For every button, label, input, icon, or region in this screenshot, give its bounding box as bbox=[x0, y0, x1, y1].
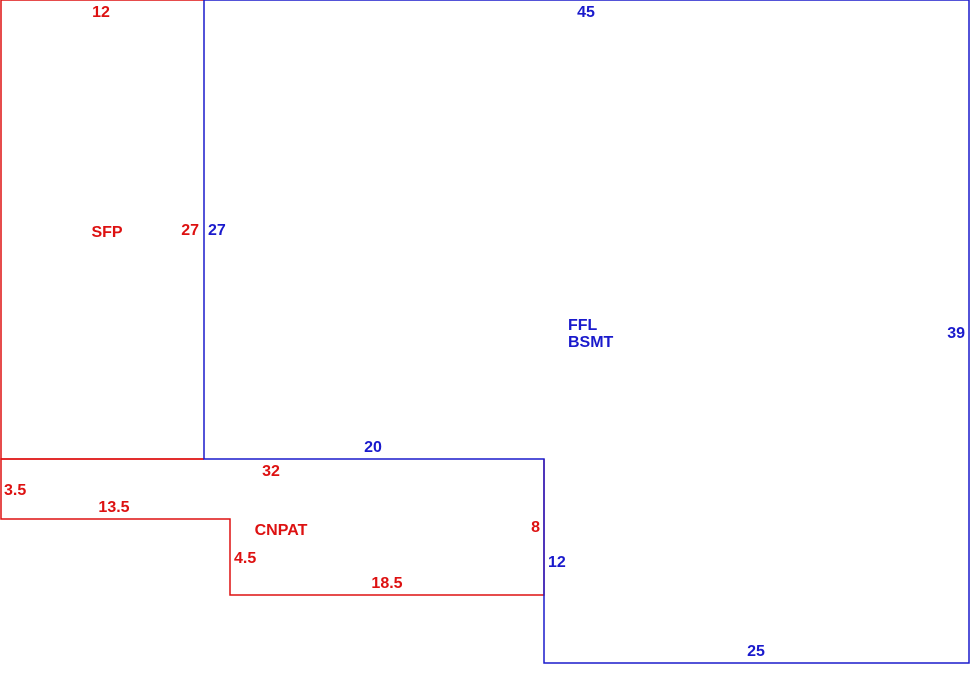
cnpat-dim-bottom: 18.5 bbox=[371, 575, 402, 592]
sfp-label: SFP bbox=[91, 224, 122, 241]
cnpat-dim-left: 3.5 bbox=[4, 482, 26, 499]
cnpat-label: CNPAT bbox=[255, 522, 308, 539]
main-dim-right: 39 bbox=[947, 325, 965, 342]
main-dim-left: 27 bbox=[208, 222, 226, 239]
cnpat-dim-top: 32 bbox=[262, 463, 280, 480]
cnpat-dim-step-left: 4.5 bbox=[234, 550, 256, 567]
main-label-line2: BSMT bbox=[568, 334, 614, 351]
main-dim-inner-left: 12 bbox=[548, 554, 566, 571]
main-dim-top: 45 bbox=[577, 4, 595, 21]
main-area-outline bbox=[203, 0, 970, 664]
main-dim-inner-top: 20 bbox=[364, 439, 382, 456]
main-label-line1: FFL bbox=[568, 317, 598, 334]
cnpat-dim-right: 8 bbox=[531, 519, 540, 536]
main-dim-bottom: 25 bbox=[747, 643, 765, 660]
sfp-dim-top: 12 bbox=[92, 4, 110, 21]
sfp-dim-right: 27 bbox=[181, 222, 199, 239]
cnpat-dim-step-top: 13.5 bbox=[98, 499, 129, 516]
